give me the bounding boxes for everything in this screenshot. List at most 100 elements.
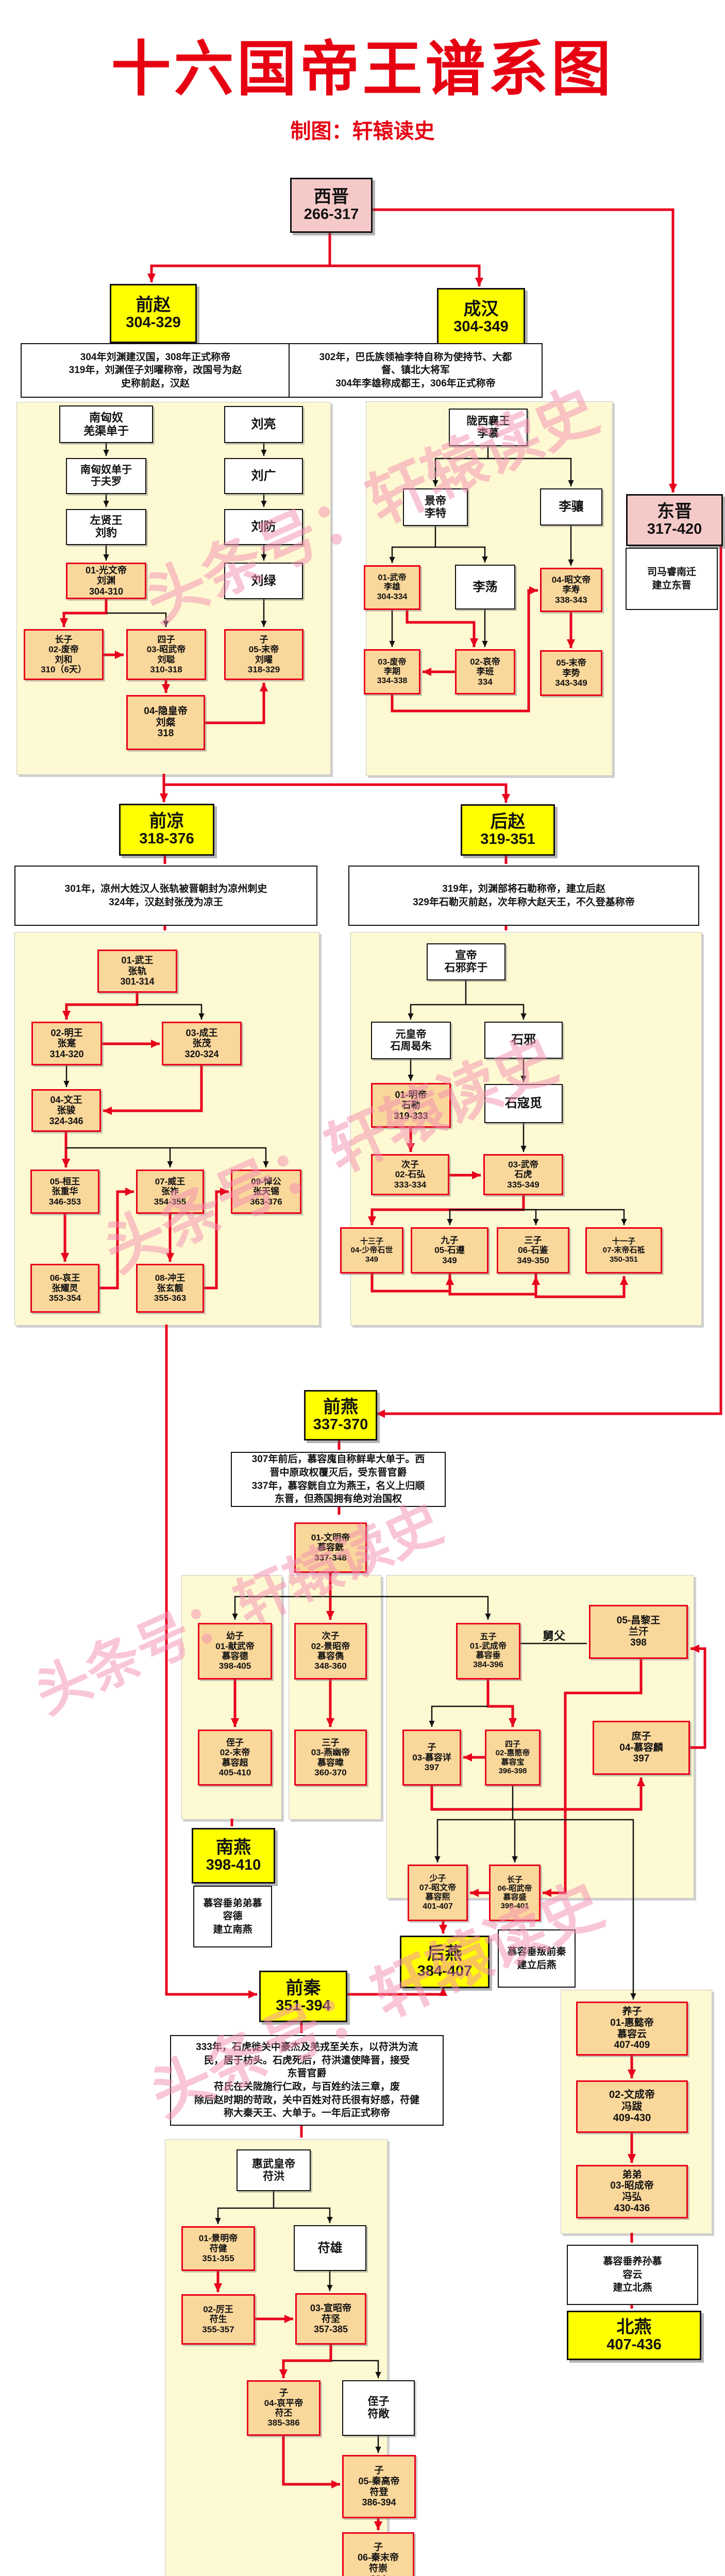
kingdom-dates: 304-329	[126, 314, 181, 331]
kingdom-dates: 398-410	[206, 1856, 261, 1873]
person-node: 南匈奴单于 于夫罗	[66, 458, 146, 494]
kingdom-dates: 318-376	[139, 831, 194, 848]
emperor-node: 次子 02-景昭帝 慕容儁 348-360	[294, 1623, 367, 1680]
kingdom-dates: 266-317	[304, 206, 359, 223]
emperor-node: 子 03-慕容详 397	[402, 1730, 461, 1786]
emperor-node: 子 05-末帝 刘曜 318-329	[224, 629, 304, 680]
emperor-node: 幼子 01-献武帝 慕容德 398-405	[198, 1623, 272, 1680]
emperor-node: 十三子 04-少帝石世 349	[340, 1227, 403, 1274]
emperor-node: 03-废帝 李期 334-338	[364, 649, 420, 694]
emperor-node: 04-昭文帝 李寿 338-343	[540, 568, 602, 612]
emperor-node: 02-明王 张寔 314-320	[31, 1022, 102, 1065]
relation-label: 舅父	[543, 1630, 566, 1642]
kingdom-name: 前燕	[323, 1397, 358, 1417]
emperor-node: 弟弟 03-昭成帝 冯弘 430-436	[576, 2165, 688, 2218]
emperor-node: 01-武帝 李雄 304-334	[364, 565, 420, 610]
person-node: 南匈奴 羌渠单于	[59, 405, 153, 443]
emperor-node: 05-昌黎王 兰汗 398	[589, 1605, 688, 1659]
person-node: 石寇觅	[484, 1084, 563, 1123]
section-note-beiyan: 慕容垂养孙慕 容云 建立北燕	[567, 2245, 698, 2305]
emperor-node: 九子 05-石遵 349	[411, 1227, 488, 1274]
emperor-node: 长子 02-废帝 刘和 310（6天）	[24, 629, 104, 680]
section-note-qianzhao: 304年刘渊建汉国，308年正式称帝 319年，刘渊侄子刘曜称帝，改国号为赵 史…	[21, 343, 290, 398]
emperor-node: 01-景明帝 苻健 351-355	[181, 2226, 255, 2271]
kingdom-dates: 337-370	[313, 1416, 368, 1433]
section-note-qianyan: 307年前后，慕容廆自称鲜卑大单于。西 晋中原政权覆灭后，受东晋官爵 337年，…	[231, 1452, 446, 1507]
emperor-node: 03-成王 张茂 320-324	[162, 1022, 242, 1065]
kingdom-name: 后赵	[490, 811, 526, 832]
kingdom-name: 西晋	[314, 187, 349, 207]
emperor-node: 侄子 02-末帝 慕容超 405-410	[198, 1730, 272, 1786]
emperor-node: 02-哀帝 李班 334	[455, 649, 515, 694]
kingdom-dates: 319-351	[480, 831, 535, 848]
kingdom-name: 后燕	[427, 1943, 462, 1963]
emperor-node: 03-武帝 石虎 335-349	[483, 1154, 563, 1195]
person-node: 惠武皇帝 苻洪	[237, 2149, 311, 2191]
emperor-node: 01-明帝 石勒 319-333	[371, 1083, 451, 1128]
kingdom-name: 南燕	[216, 1837, 251, 1857]
section-note-houyan: 慕容垂叛前秦 建立后燕	[498, 1929, 576, 1988]
kingdom-name: 前赵	[136, 295, 171, 315]
emperor-node: 06-哀王 张耀灵 353-354	[30, 1264, 99, 1313]
kingdom-dates: 384-407	[417, 1962, 473, 1979]
emperor-node: 少子 07-昭文帝 慕容熙 401-407	[408, 1865, 468, 1921]
section-note-nanyan: 慕容垂弟弟慕 容德 建立南燕	[193, 1886, 272, 1947]
emperor-node: 08-冲王 张玄靓 355-363	[136, 1264, 204, 1313]
emperor-node: 长子 06-昭武帝 慕容盛 398-401	[489, 1865, 541, 1921]
page-subtitle: 制图：轩辕读史	[290, 120, 435, 143]
kingdom-name: 成汉	[463, 299, 499, 319]
emperor-node: 05-末帝 李势 343-349	[540, 650, 602, 696]
emperor-node: 五子 01-武成帝 慕容垂 384-396	[456, 1623, 520, 1680]
emperor-node: 07-威王 张祚 354-355	[136, 1170, 204, 1214]
person-node: 李荡	[455, 565, 515, 609]
emperor-node: 四子 02-惠愍帝 慕容宝 396-398	[485, 1730, 541, 1786]
emperor-node: 05-桓王 张重华 346-353	[30, 1170, 99, 1214]
emperor-node: 子 05-秦高帝 符登 386-394	[342, 2455, 416, 2518]
person-node: 宣帝 石邪弈于	[427, 943, 505, 980]
section-note-qianqin: 333年，石虎徙关中豪杰及羌戎至关东，以苻洪为流 民，居于枋头。石虎死后，苻洪遣…	[170, 2035, 444, 2126]
kingdom-dates: 351-394	[276, 1997, 331, 2014]
emperor-node: 01-文明帝 慕容皝 337-348	[294, 1522, 367, 1573]
person-node: 刘亮	[224, 406, 303, 443]
emperor-node: 三子 03-燕幽帝 慕容暐 360-370	[294, 1730, 367, 1786]
kingdom-dates: 407-436	[606, 2336, 662, 2353]
emperor-node: 子 04-哀平帝 苻丕 385-386	[247, 2380, 321, 2436]
page-title: 十六国帝王谱系图	[111, 36, 614, 103]
emperor-node: 四子 03-昭武帝 刘聪 310-318	[126, 629, 206, 680]
person-node: 石邪	[484, 1022, 563, 1059]
emperor-node: 次子 02-石弘 333-334	[371, 1154, 449, 1195]
emperor-node: 02-厉王 苻生 355-357	[181, 2294, 255, 2345]
emperor-node: 子 06-秦末帝 符崇 394	[342, 2532, 414, 2576]
person-node: 李骧	[540, 488, 602, 526]
person-node: 刘防	[224, 509, 303, 545]
person-node: 陇西襄王 李慕	[449, 409, 528, 446]
person-node: 左贤王 刘豹	[66, 509, 146, 545]
person-node: 侄子 符敞	[342, 2380, 415, 2436]
emperor-node: 09-悼公 张天锡 363-376	[231, 1170, 301, 1214]
section-note-dongjin: 司马睿南迁 建立东晋	[626, 548, 718, 610]
kingdom-name: 前秦	[285, 1978, 321, 1998]
person-node: 刘广	[224, 458, 303, 494]
person-node: 元皇帝 石周曷朱	[371, 1022, 451, 1059]
emperor-node: 03-宣昭帝 苻坚 357-385	[295, 2293, 366, 2345]
emperor-node: 十一子 07-末帝石祗 350-351	[585, 1227, 662, 1274]
emperor-node: 04-隐皇帝 刘粲 318	[126, 695, 205, 750]
person-node: 苻雄	[294, 2225, 366, 2271]
emperor-node: 养子 01-惠懿帝 慕容云 407-409	[576, 2002, 688, 2056]
emperor-node: 02-文成帝 冯跋 409-430	[576, 2080, 688, 2133]
person-node: 刘绿	[224, 563, 303, 599]
kingdom-dates: 304-349	[453, 318, 509, 335]
